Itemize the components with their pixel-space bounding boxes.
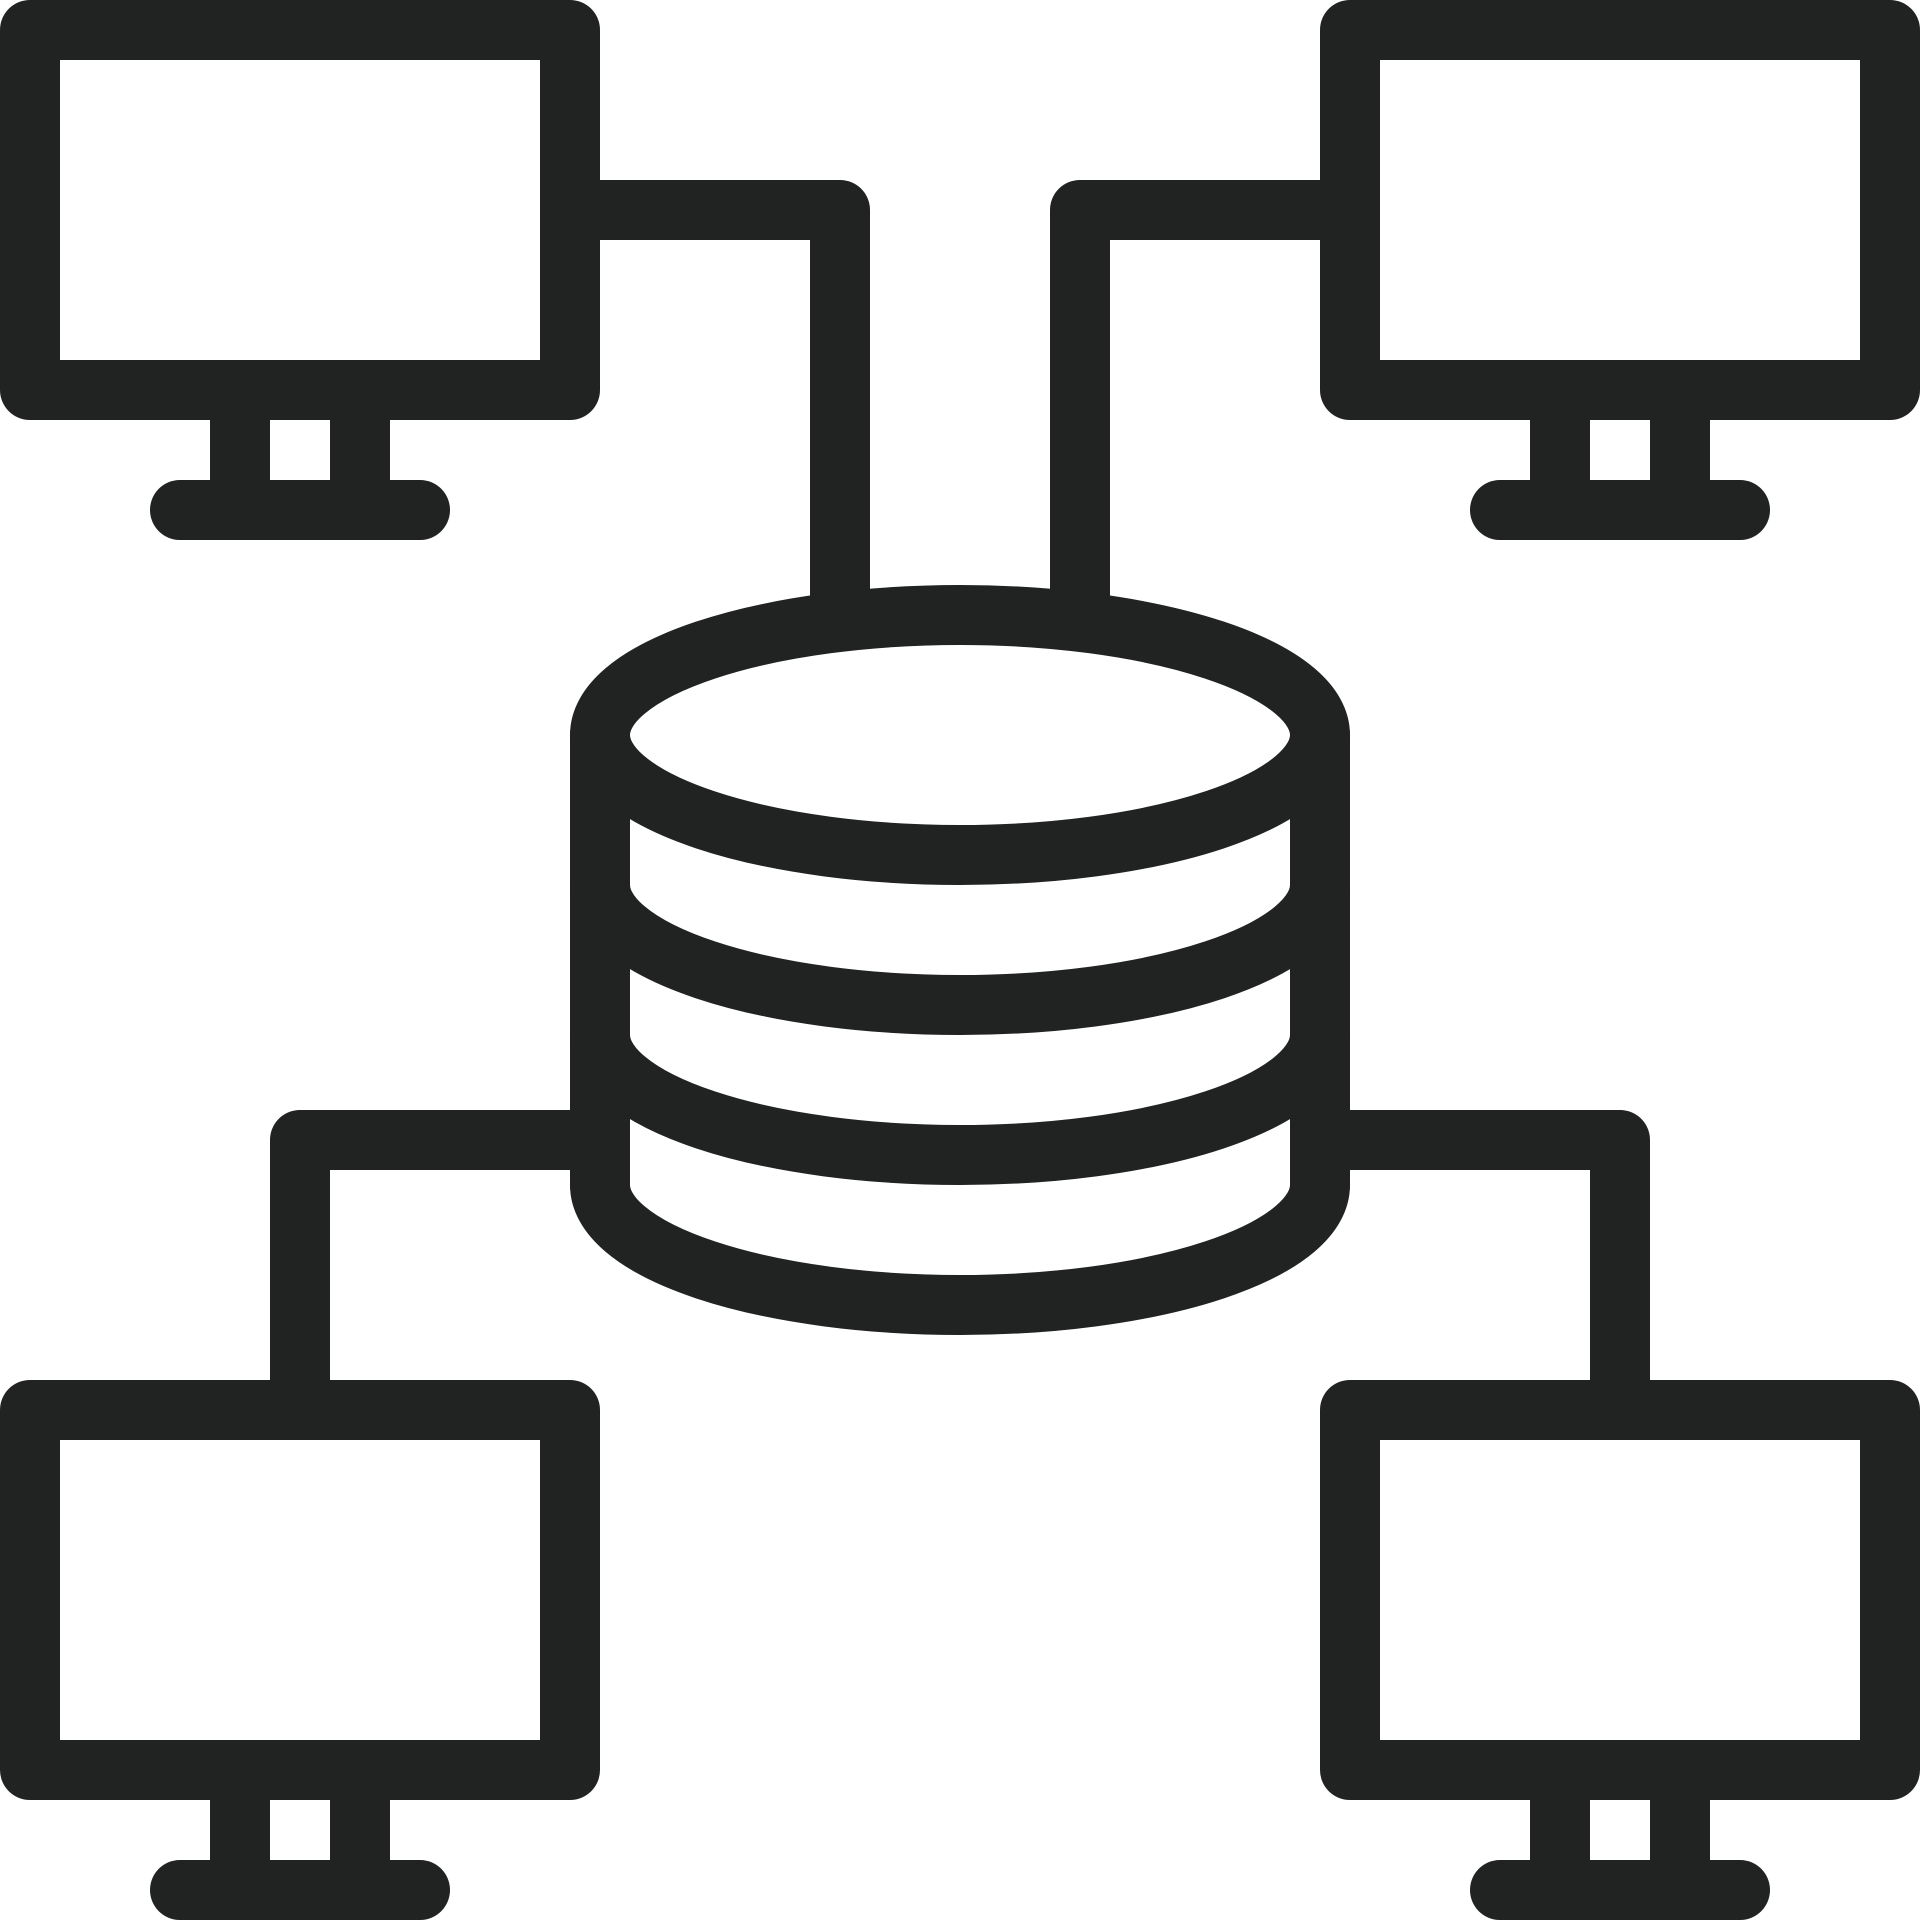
monitor-bottom-right-icon [1320, 1380, 1920, 1920]
connector-bottom-right [1290, 1110, 1650, 1440]
monitor-bottom-left-icon [0, 1380, 600, 1920]
connector-top-right [1050, 180, 1380, 630]
database-icon [570, 585, 1350, 1335]
monitor-top-left-icon [0, 0, 600, 540]
connector-bottom-left [270, 1110, 630, 1440]
connector-top-left [540, 180, 870, 630]
monitor-top-right-icon [1320, 0, 1920, 540]
